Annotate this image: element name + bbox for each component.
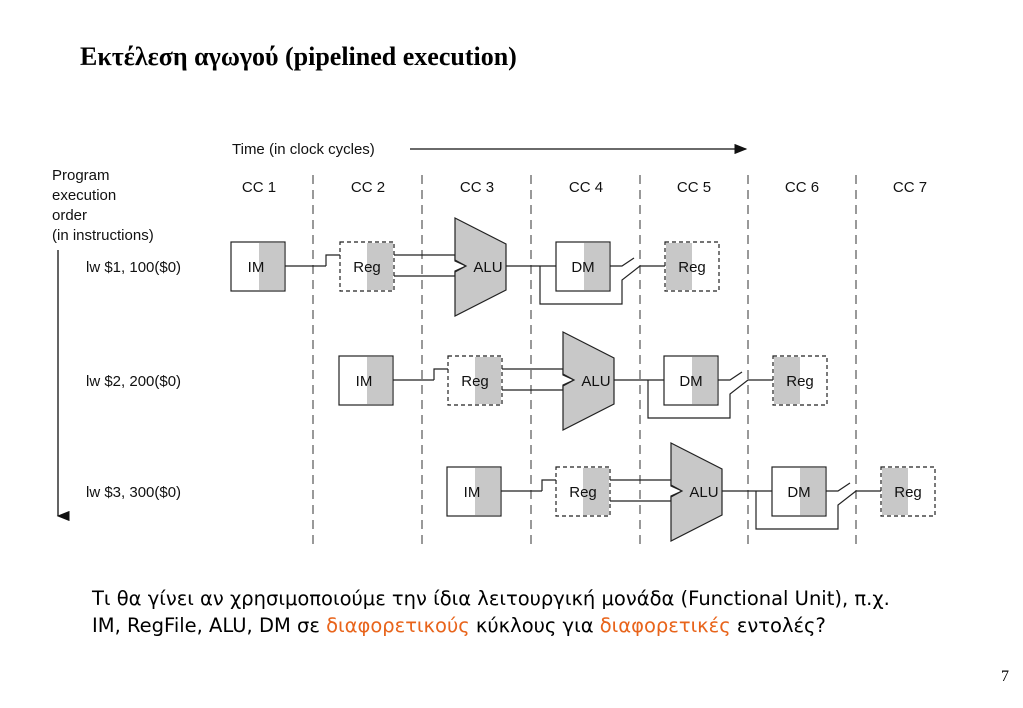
dm-unit-shade [692, 357, 717, 404]
reg-write-shade [882, 468, 908, 515]
alu-unit [562, 331, 615, 431]
reg-read-shade [475, 357, 501, 404]
cycle-label: CC 3 [460, 179, 494, 196]
instruction-label: lw $3, 300($0) [86, 484, 181, 501]
time-axis-label: Time (in clock cycles) [232, 141, 375, 158]
dm-label: DM [679, 373, 702, 390]
alu-unit [454, 217, 507, 317]
im-unit-shade [367, 357, 392, 404]
order-label-line: Program [52, 167, 110, 184]
reg-label: Reg [461, 373, 489, 390]
datapath-wire [433, 368, 448, 380]
datapath-wire [541, 479, 556, 491]
reg-write-shade [666, 243, 692, 290]
order-label-line: order [52, 207, 87, 224]
datapath-wire [718, 371, 743, 381]
order-label-line: (in instructions) [52, 227, 154, 244]
question-part: εντολές? [730, 614, 826, 637]
datapath-wire [647, 379, 773, 419]
reg-label: Reg [569, 484, 597, 501]
cycle-label: CC 1 [242, 179, 276, 196]
question-part: κύκλους για [469, 614, 600, 637]
reg-read-shade [583, 468, 609, 515]
im-unit-shade [259, 243, 284, 290]
pipeline-row-3: IM Reg ALU DM Reg [446, 442, 936, 542]
datapath-wire [826, 482, 851, 492]
cycle-separators [312, 175, 857, 545]
instruction-label: lw $2, 200($0) [86, 373, 181, 390]
cycle-label: CC 4 [569, 179, 603, 196]
alu-unit [670, 442, 723, 542]
dm-label: DM [787, 484, 810, 501]
reg-label: Reg [894, 484, 922, 501]
pipeline-row-1: IM Reg ALU DM Reg [230, 217, 720, 317]
reg-label: Reg [678, 259, 706, 276]
alu-label: ALU [581, 373, 610, 390]
page-number: 7 [1001, 668, 1009, 685]
alu-label: ALU [473, 259, 502, 276]
reg-label: Reg [353, 259, 381, 276]
dm-label: DM [571, 259, 594, 276]
reg-write-shade [774, 357, 800, 404]
datapath-wire [539, 265, 665, 305]
cycle-label: CC 2 [351, 179, 385, 196]
question-text: Τι θα γίνει αν χρησιμοποιούμε την ίδια λ… [92, 585, 892, 639]
order-label-line: execution [52, 187, 116, 204]
alu-label: ALU [689, 484, 718, 501]
im-label: IM [464, 484, 481, 501]
datapath-wire [325, 254, 340, 266]
highlight-text: διαφορετικές [599, 614, 731, 637]
im-unit-shade [475, 468, 500, 515]
reg-read-shade [367, 243, 393, 290]
cycle-label: CC 5 [677, 179, 711, 196]
datapath-wire [755, 490, 881, 530]
reg-label: Reg [786, 373, 814, 390]
question-part: Τι θα γίνει αν χρησιμοποιούμε την ίδια λ… [92, 587, 890, 637]
slide-title: Εκτέλεση αγωγού (pipelined execution) [80, 42, 517, 71]
highlight-text: διαφορετικούς [326, 614, 470, 637]
order-axis-label: Program execution order (in instructions… [52, 167, 154, 244]
im-label: IM [356, 373, 373, 390]
cycle-label: CC 7 [893, 179, 927, 196]
instruction-label: lw $1, 100($0) [86, 259, 181, 276]
im-label: IM [248, 259, 265, 276]
pipeline-row-2: IM Reg ALU DM Reg [338, 331, 828, 431]
cycle-label: CC 6 [785, 179, 819, 196]
dm-unit-shade [584, 243, 609, 290]
datapath-wire [610, 257, 635, 267]
dm-unit-shade [800, 468, 825, 515]
